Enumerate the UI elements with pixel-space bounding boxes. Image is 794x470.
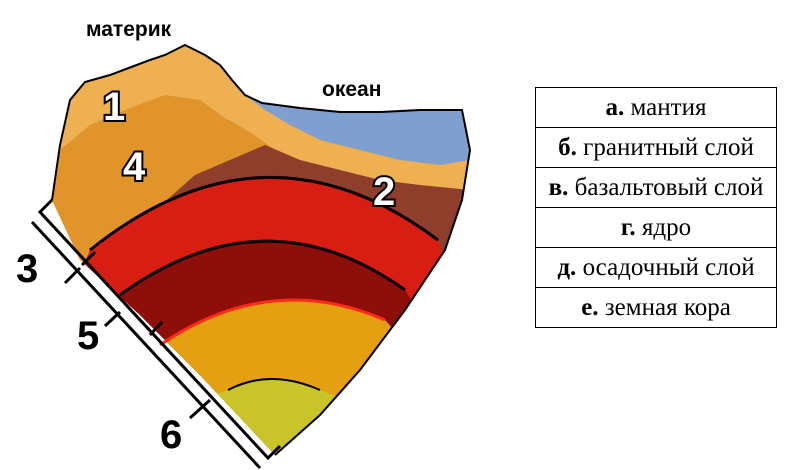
legend-key: д. <box>557 254 577 281</box>
legend-row: в. базальтовый слой <box>535 167 777 208</box>
legend-table: а. мантия б. гранитный слой в. базальтов… <box>535 87 777 328</box>
layer-number-5: 5 <box>77 314 99 358</box>
legend-row: г. ядро <box>535 207 777 248</box>
legend-text: ядро <box>641 214 692 241</box>
legend-text: базальтовый слой <box>574 174 764 201</box>
layer-number-3: 3 <box>16 247 38 291</box>
legend-text: гранитный слой <box>583 134 754 161</box>
layer-boundaries <box>51 43 472 456</box>
legend-key: в. <box>548 174 569 201</box>
ocean-water <box>245 95 470 165</box>
legend-text: земная кора <box>604 294 731 321</box>
legend-key: г. <box>620 214 636 241</box>
layer-number-2: 2 <box>373 170 395 214</box>
layer-number-6: 6 <box>160 413 182 457</box>
legend-key: е. <box>581 294 599 321</box>
legend-text: осадочный слой <box>582 254 755 281</box>
layers-wedge <box>52 45 470 455</box>
layer-number-1: 1 <box>103 85 125 129</box>
left-bracket <box>30 198 282 470</box>
legend-row: е. земная кора <box>535 287 777 328</box>
legend-row: д. осадочный слой <box>535 247 777 288</box>
layer-number-4: 4 <box>123 145 146 189</box>
legend-key: а. <box>605 94 625 121</box>
legend-key: б. <box>558 134 577 161</box>
inner-core <box>52 379 470 455</box>
continent-label: материк <box>86 18 172 41</box>
legend-row: а. мантия <box>535 87 777 128</box>
legend-row: б. гранитный слой <box>535 127 777 168</box>
earth-structure-diagram: материк океан 1 4 2 3 5 6 <box>16 18 472 470</box>
legend-text: мантия <box>630 94 707 121</box>
ocean-label: океан <box>322 78 381 101</box>
